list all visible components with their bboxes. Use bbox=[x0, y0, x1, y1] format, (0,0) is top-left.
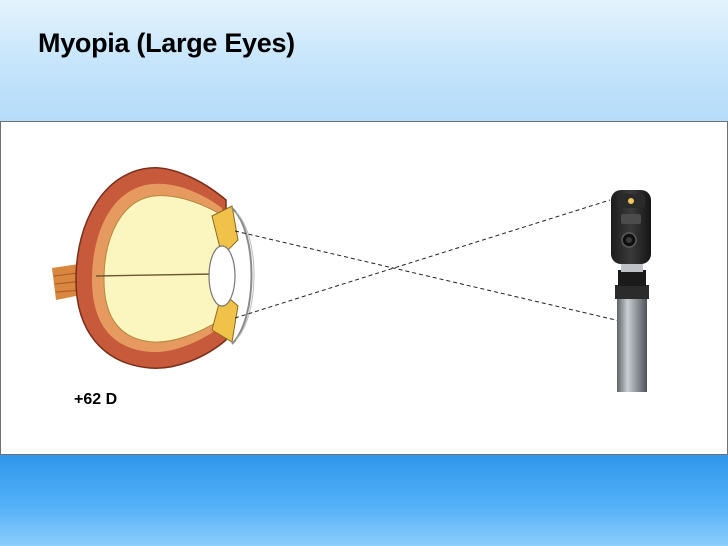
lens bbox=[208, 245, 236, 307]
iris-upper bbox=[211, 205, 239, 257]
scope-aperture bbox=[628, 198, 634, 204]
ray-upper bbox=[234, 230, 621, 322]
scope-head bbox=[611, 190, 651, 264]
eye-cross-section-icon bbox=[52, 167, 255, 369]
slide-title: Myopia (Large Eyes) bbox=[38, 28, 295, 58]
ophthalmoscope-icon bbox=[611, 190, 651, 392]
eye-power-label: +62 D bbox=[74, 391, 118, 408]
scope-handle bbox=[617, 296, 647, 392]
light-rays bbox=[234, 199, 621, 322]
cornea bbox=[231, 207, 253, 345]
footer-band bbox=[0, 455, 728, 546]
ray-lower bbox=[234, 199, 611, 319]
vitreous-body bbox=[103, 195, 221, 343]
header-band bbox=[0, 0, 728, 122]
